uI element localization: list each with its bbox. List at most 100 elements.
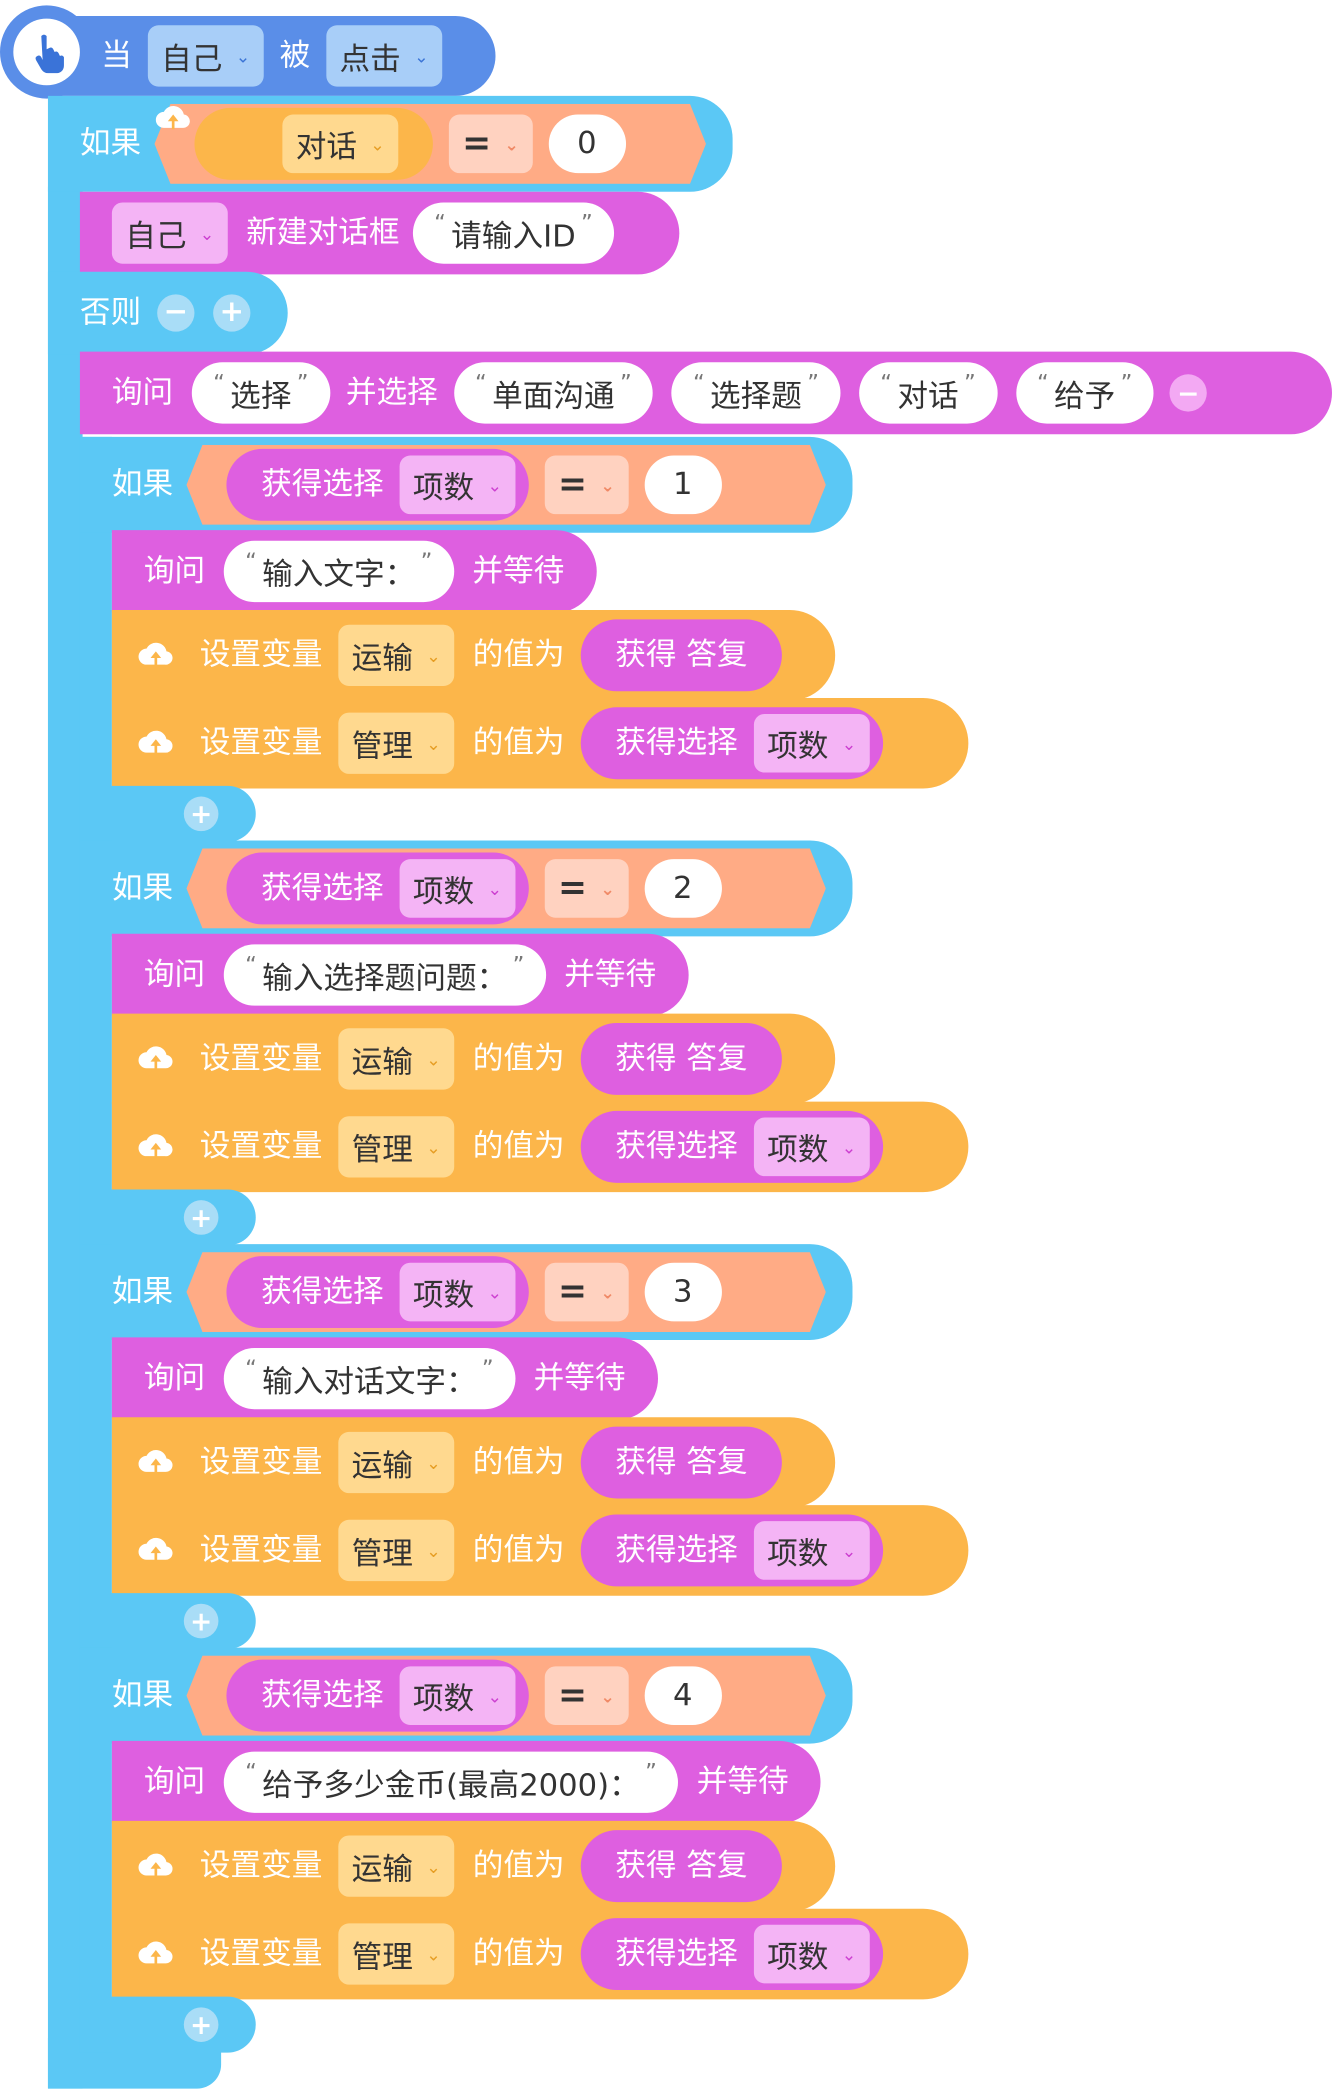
ask-wait-block[interactable]: 询问 “ 输入文字： ” 并等待	[111, 530, 597, 613]
choice-field-value: 项数	[412, 1278, 475, 1314]
variable-reporter[interactable]: 对话 ⌄	[155, 105, 433, 180]
get-choice-reporter[interactable]: 获得选择 项数 ⌄	[226, 852, 529, 925]
get-reply-reporter[interactable]: 获得 答复	[580, 1022, 783, 1095]
set-variable-block-reply[interactable]: 设置变量 运输 ⌄ 的值为 获得 答复	[111, 1820, 836, 1912]
variable-dropdown[interactable]: 管理 ⌄	[338, 1116, 455, 1178]
ask-text-input[interactable]: “ 输入选择题问题： ”	[223, 944, 546, 1006]
compare-operator[interactable]: 获得选择 项数 ⌄ = ⌄ 2	[186, 848, 826, 929]
set-variable-block-reply[interactable]: 设置变量 运输 ⌄ 的值为 获得 答复	[111, 610, 836, 701]
choice-field-dropdown[interactable]: 项数 ⌄	[399, 1262, 516, 1322]
new-dialog-block[interactable]: 自己 ⌄ 新建对话框 “ 请输入ID ”	[79, 191, 680, 275]
compare-value-input[interactable]: 2	[644, 859, 722, 918]
get-choice-reporter[interactable]: 获得选择 项数 ⌄	[580, 1110, 883, 1183]
get-choice-reporter[interactable]: 获得选择 项数 ⌄	[580, 1918, 883, 1991]
choice-field-dropdown[interactable]: 项数 ⌄	[399, 859, 516, 918]
choice-field-dropdown[interactable]: 项数 ⌄	[399, 1666, 516, 1725]
set-variable-label: 设置变量	[199, 637, 323, 672]
operator-dropdown[interactable]: = ⌄	[544, 1262, 629, 1322]
choice-field-dropdown[interactable]: 项数 ⌄	[753, 1521, 870, 1580]
remove-branch-button[interactable]: −	[157, 294, 195, 332]
branch-footer: +	[79, 785, 256, 842]
option-input-1[interactable]: “ 单面沟通 ”	[453, 362, 654, 424]
ask-wait-block[interactable]: 询问 “ 输入选择题问题： ” 并等待	[111, 933, 689, 1017]
get-reply-reporter[interactable]: 获得 答复	[580, 1426, 783, 1499]
option-input-2[interactable]: “ 选择题 ”	[671, 362, 841, 424]
variable-dropdown[interactable]: 对话 ⌄	[282, 114, 399, 174]
get-choice-reporter[interactable]: 获得选择 项数 ⌄	[580, 707, 883, 780]
set-variable-block-choice[interactable]: 设置变量 管理 ⌄ 的值为 获得选择 项数 ⌄	[111, 1505, 969, 1596]
variable-name: 管理	[351, 1537, 413, 1572]
choice-field-dropdown[interactable]: 项数 ⌄	[753, 713, 870, 773]
ask-text-input[interactable]: “ 输入对话文字： ”	[223, 1347, 515, 1410]
branch-if-content: 如果	[112, 1648, 173, 1744]
remove-option-button[interactable]: −	[1169, 374, 1207, 412]
dialog-target-dropdown[interactable]: 自己 ⌄	[111, 202, 228, 264]
chevron-down-icon: ⌄	[426, 1453, 441, 1474]
option-input-4[interactable]: “ 给予 ”	[1015, 362, 1154, 424]
hat-event-dropdown[interactable]: 点击 ⌄	[326, 25, 442, 87]
set-variable-block-reply[interactable]: 设置变量 运输 ⌄ 的值为 获得 答复	[111, 1417, 836, 1508]
if-label: 如果	[111, 466, 174, 502]
compare-operator[interactable]: 获得选择 项数 ⌄ = ⌄ 4	[186, 1655, 826, 1736]
get-choice-reporter[interactable]: 获得选择 项数 ⌄	[580, 1514, 883, 1587]
get-reply-label: 获得 答复	[615, 1444, 748, 1480]
ask-label: 询问	[143, 957, 206, 992]
ask-choice-block[interactable]: 询问 “ 选择 ” 并选择 “ 单面沟通 ” “ 选择题 ” “ 对话 ” “ …	[79, 351, 1332, 435]
get-reply-reporter[interactable]: 获得 答复	[580, 1830, 783, 1903]
set-variable-block-choice[interactable]: 设置变量 管理 ⌄ 的值为 获得选择 项数 ⌄	[111, 697, 969, 789]
add-block-button[interactable]: +	[183, 1200, 219, 1235]
chevron-down-icon: ⌄	[841, 1541, 857, 1562]
compare-value-input[interactable]: 4	[644, 1666, 722, 1725]
option-input-3[interactable]: “ 对话 ”	[858, 362, 998, 424]
variable-dropdown[interactable]: 管理 ⌄	[338, 712, 455, 774]
variable-dropdown[interactable]: 运输 ⌄	[338, 1028, 455, 1090]
operator-dropdown[interactable]: = ⌄	[448, 114, 533, 174]
set-variable-block-choice[interactable]: 设置变量 管理 ⌄ 的值为 获得选择 项数 ⌄	[111, 1908, 969, 2000]
variable-dropdown[interactable]: 运输 ⌄	[338, 624, 455, 686]
compare-value-input[interactable]: 0	[548, 114, 626, 174]
set-variable-block-reply[interactable]: 设置变量 运输 ⌄ 的值为 获得 答复	[111, 1013, 836, 1105]
variable-dropdown[interactable]: 运输 ⌄	[338, 1835, 455, 1897]
compare-operator[interactable]: 对话 ⌄ = ⌄ 0	[154, 103, 706, 184]
operator-dropdown[interactable]: = ⌄	[544, 1666, 629, 1725]
cloud-upload-icon	[155, 105, 266, 164]
choice-field-dropdown[interactable]: 项数 ⌄	[753, 1117, 870, 1177]
operator-value: =	[557, 464, 588, 505]
operator-dropdown[interactable]: = ⌄	[544, 859, 629, 918]
ask-wait-block[interactable]: 询问 “ 输入对话文字： ” 并等待	[111, 1337, 658, 1420]
ask-wait-block[interactable]: 询问 “ 给予多少金币(最高2000)： ” 并等待	[111, 1740, 821, 1824]
quote-open: “	[692, 370, 705, 397]
variable-dropdown[interactable]: 管理 ⌄	[338, 1923, 455, 1985]
ask-text-input[interactable]: “ 给予多少金币(最高2000)： ”	[223, 1751, 679, 1813]
get-choice-reporter[interactable]: 获得选择 项数 ⌄	[226, 1256, 529, 1329]
set-variable-block-choice[interactable]: 设置变量 管理 ⌄ 的值为 获得选择 项数 ⌄	[111, 1101, 969, 1193]
if-label: 如果	[79, 125, 142, 161]
choice-field-dropdown[interactable]: 项数 ⌄	[753, 1924, 870, 1984]
compare-value-input[interactable]: 1	[644, 455, 722, 515]
get-choice-reporter[interactable]: 获得选择 项数 ⌄	[226, 448, 529, 521]
add-block-button[interactable]: +	[183, 2007, 219, 2042]
add-block-button[interactable]: +	[183, 796, 219, 832]
add-block-button[interactable]: +	[183, 1603, 219, 1639]
question-input[interactable]: “ 选择 ”	[191, 362, 330, 424]
compare-operator[interactable]: 获得选择 项数 ⌄ = ⌄ 3	[186, 1252, 826, 1332]
ask-text-input[interactable]: “ 输入文字： ”	[223, 540, 454, 603]
get-choice-reporter[interactable]: 获得选择 项数 ⌄	[226, 1659, 529, 1732]
value-is-label: 的值为	[472, 1532, 565, 1568]
ask-text: 给予多少金币(最高2000)：	[262, 1768, 640, 1804]
add-branch-button[interactable]: +	[213, 294, 251, 332]
hat-target-dropdown[interactable]: 自己 ⌄	[147, 25, 264, 87]
compare-value-input[interactable]: 3	[644, 1262, 722, 1322]
choice-field-value: 项数	[412, 1682, 475, 1717]
variable-dropdown[interactable]: 运输 ⌄	[338, 1431, 455, 1494]
chevron-down-icon: ⌄	[487, 1283, 503, 1304]
dialog-text-input[interactable]: “ 请输入ID ”	[412, 202, 615, 264]
chevron-down-icon: ⌄	[426, 1857, 441, 1878]
and-choose-label: 并选择	[345, 374, 438, 410]
operator-dropdown[interactable]: = ⌄	[544, 455, 629, 515]
variable-dropdown[interactable]: 管理 ⌄	[338, 1519, 455, 1582]
choice-field-dropdown[interactable]: 项数 ⌄	[399, 455, 516, 515]
get-reply-reporter[interactable]: 获得 答复	[580, 619, 783, 692]
compare-operator[interactable]: 获得选择 项数 ⌄ = ⌄ 1	[186, 444, 826, 525]
else-row[interactable]: 否则 − +	[47, 271, 288, 355]
